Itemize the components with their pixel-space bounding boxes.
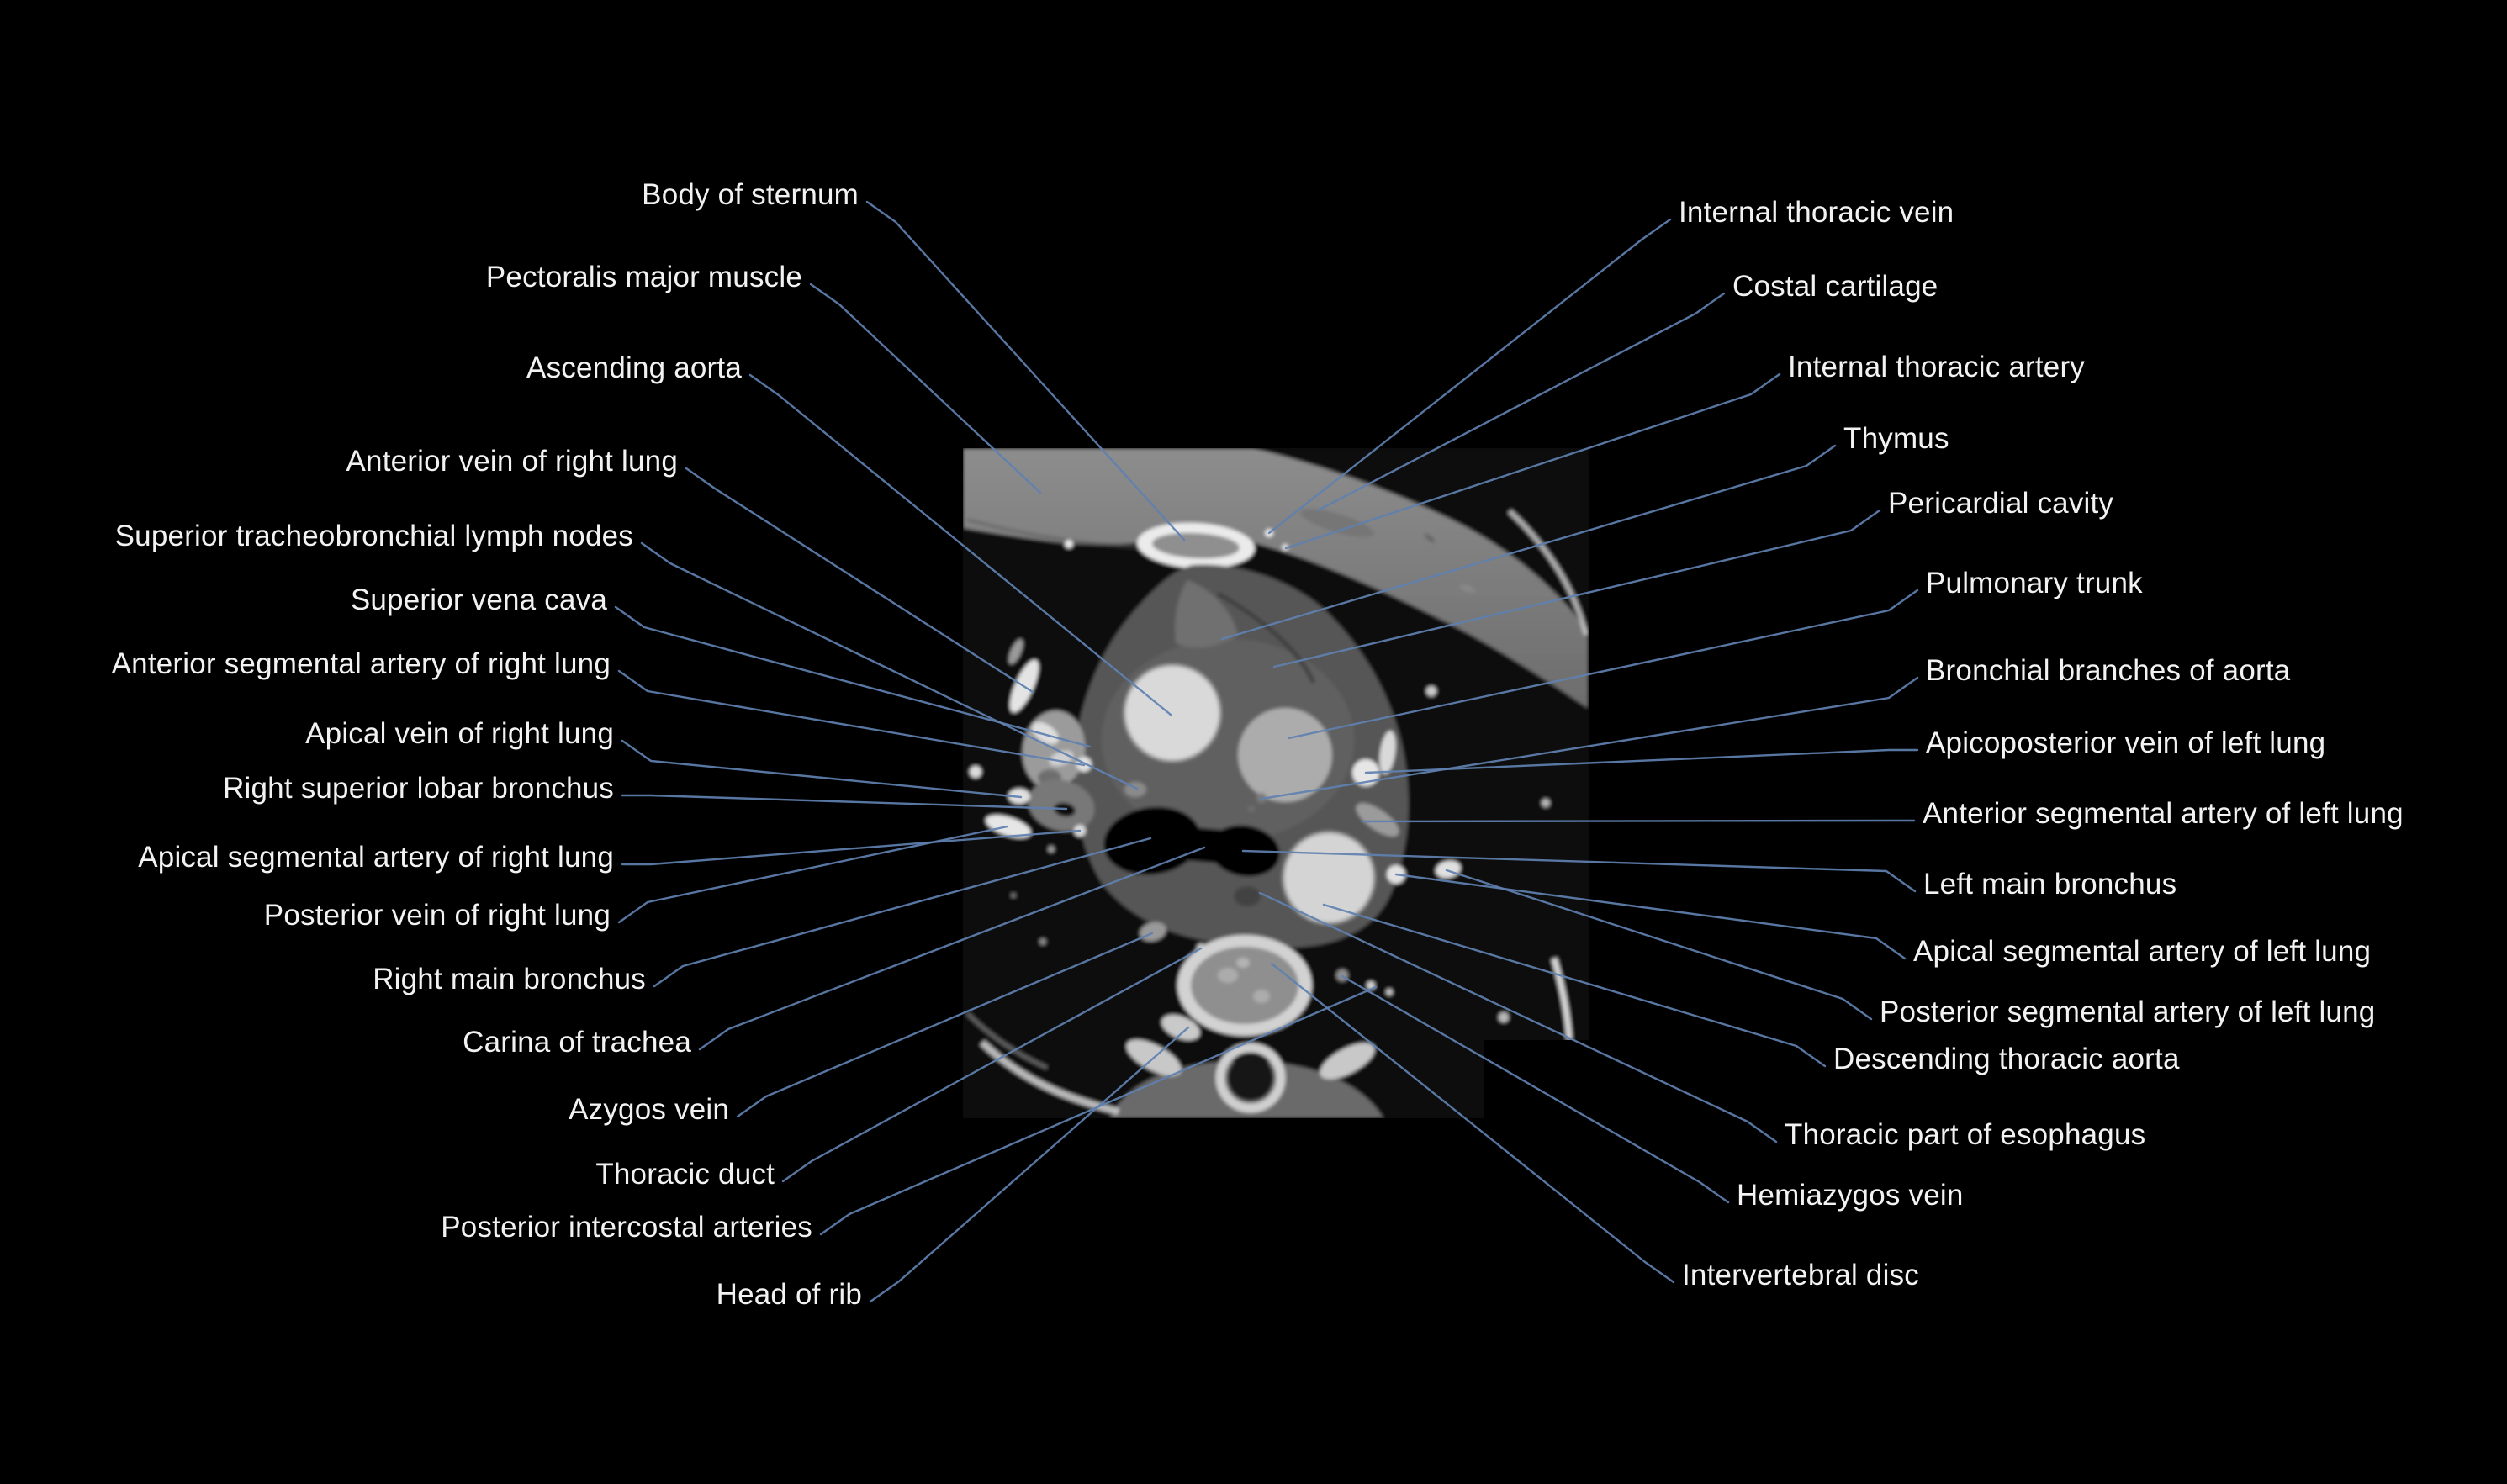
leader-line-superior-vena-cava: [614, 605, 1092, 748]
label-right-superior-lobar-bronchus: Right superior lobar bronchus: [223, 772, 614, 805]
esophagus-shape: [1234, 886, 1261, 906]
leader-line-pectoralis-major-muscle: [809, 283, 1042, 494]
label-thoracic-duct: Thoracic duct: [595, 1158, 775, 1191]
label-descending-thoracic-aorta: Descending thoracic aorta: [1833, 1043, 2180, 1075]
leader-line-azygos-vein: [736, 932, 1154, 1118]
leader-line-posterior-vein-of-right-lung: [617, 825, 1009, 924]
label-carina-of-trachea: Carina of trachea: [463, 1026, 691, 1059]
chest-wall: [963, 448, 1588, 708]
leader-line-apical-segmental-artery-of-left-lung: [1394, 873, 1907, 960]
label-pulmonary-trunk: Pulmonary trunk: [1926, 567, 2143, 599]
label-costal-cartilage: Costal cartilage: [1732, 270, 1938, 303]
label-posterior-intercostal-arteries: Posterior intercostal arteries: [441, 1211, 812, 1244]
leader-line-apical-vein-of-right-lung: [621, 739, 1023, 799]
leader-line-descending-thoracic-aorta: [1322, 903, 1827, 1068]
ascending-aorta-shape: [1123, 663, 1222, 763]
neural-arch-ring: [1215, 1043, 1286, 1113]
internal-thoracic-artery-dot: [1282, 544, 1288, 551]
leader-line-thoracic-duct: [781, 947, 1203, 1183]
leader-line-posterior-intercostal-arteries: [819, 985, 1378, 1236]
leader-line-costal-cartilage: [1316, 292, 1726, 512]
leader-line-apicoposterior-vein-of-left-lung: [1364, 748, 1919, 774]
leader-line-right-main-bronchus: [653, 837, 1152, 988]
leader-line-thymus: [1220, 444, 1837, 641]
label-apical-segmental-artery-of-left-lung: Apical segmental artery of left lung: [1913, 935, 2372, 968]
label-superior-vena-cava: Superior vena cava: [350, 584, 607, 616]
leader-line-internal-thoracic-vein: [1267, 218, 1672, 535]
pericardium-line: [1216, 591, 1316, 684]
leader-line-carina-of-trachea: [698, 846, 1206, 1051]
transverse-process-left: [1320, 1043, 1375, 1080]
label-anterior-segmental-artery-of-left-lung: Anterior segmental artery of left lung: [1923, 797, 2404, 830]
label-body-of-sternum: Body of sternum: [642, 178, 859, 211]
leader-line-left-main-bronchus: [1241, 849, 1917, 893]
label-apicoposterior-vein-of-left-lung: Apicoposterior vein of left lung: [1926, 726, 2326, 759]
label-right-main-bronchus: Right main bronchus: [373, 963, 646, 995]
label-thoracic-part-of-esophagus: Thoracic part of esophagus: [1785, 1118, 2146, 1151]
label-pectoralis-major-muscle: Pectoralis major muscle: [485, 261, 802, 293]
leader-line-hemiazygos-vein: [1341, 974, 1730, 1204]
spinal-canal: [1228, 1055, 1273, 1101]
leader-line-anterior-segmental-artery-of-right-lung: [617, 669, 1086, 767]
left-lower-rib-arc-2: [965, 1011, 1049, 1070]
right-upper-rib-arc: [1507, 509, 1589, 636]
leader-line-ascending-aorta: [748, 373, 1172, 716]
label-head-of-rib: Head of rib: [716, 1278, 862, 1311]
right-internal-thoracic-vessel-dot: [1065, 540, 1073, 548]
label-apical-vein-of-right-lung: Apical vein of right lung: [305, 717, 614, 750]
label-anterior-vein-of-right-lung: Anterior vein of right lung: [346, 445, 678, 478]
leader-line-bronchial-branches-of-aorta: [1260, 676, 1919, 800]
leader-line-intervertebral-disc: [1270, 962, 1675, 1284]
leader-line-anterior-vein-of-right-lung: [685, 467, 1034, 694]
label-hemiazygos-vein: Hemiazygos vein: [1737, 1179, 1964, 1212]
label-internal-thoracic-vein: Internal thoracic vein: [1679, 196, 1954, 229]
sternum-shape: [1137, 522, 1255, 569]
pulmonary-trunk-shape: [1238, 708, 1332, 802]
label-azygos-vein: Azygos vein: [569, 1093, 729, 1126]
leader-line-posterior-segmental-artery-of-left-lung: [1445, 869, 1873, 1021]
leader-line-thoracic-part-of-esophagus: [1258, 891, 1778, 1143]
label-superior-tracheobronchial-lymph-nodes: Superior tracheobronchial lymph nodes: [114, 520, 633, 552]
label-intervertebral-disc: Intervertebral disc: [1682, 1259, 1919, 1291]
label-thymus: Thymus: [1843, 422, 1949, 455]
label-pericardial-cavity: Pericardial cavity: [1888, 487, 2114, 520]
right-lower-rib: [1551, 958, 1573, 1040]
leader-line-right-superior-lobar-bronchus: [621, 794, 1068, 811]
label-anterior-segmental-artery-of-right-lung: Anterior segmental artery of right lung: [111, 647, 611, 680]
label-posterior-segmental-artery-of-left-lung: Posterior segmental artery of left lung: [1880, 995, 2376, 1028]
label-ascending-aorta: Ascending aorta: [526, 351, 742, 384]
label-apical-segmental-artery-of-right-lung: Apical segmental artery of right lung: [138, 841, 614, 874]
leader-line-pericardial-cavity: [1272, 509, 1881, 668]
leader-line-superior-tracheobronchial-lymph-nodes: [640, 541, 1139, 790]
leader-line-pulmonary-trunk: [1287, 589, 1919, 740]
label-left-main-bronchus: Left main bronchus: [1923, 868, 2177, 900]
label-posterior-vein-of-right-lung: Posterior vein of right lung: [263, 899, 611, 932]
leader-line-body-of-sternum: [865, 200, 1186, 541]
leader-line-internal-thoracic-artery: [1284, 372, 1781, 550]
right-lower-rib-dot: [1499, 1012, 1509, 1022]
rib-head-shape: [1161, 1014, 1200, 1041]
costal-cartilage-shape: [1299, 508, 1375, 538]
thymus-shape: [1175, 580, 1238, 648]
leader-line-head-of-rib: [869, 1026, 1190, 1303]
label-bronchial-branches-of-aorta: Bronchial branches of aorta: [1926, 654, 2291, 687]
label-internal-thoracic-artery: Internal thoracic artery: [1788, 351, 2086, 383]
